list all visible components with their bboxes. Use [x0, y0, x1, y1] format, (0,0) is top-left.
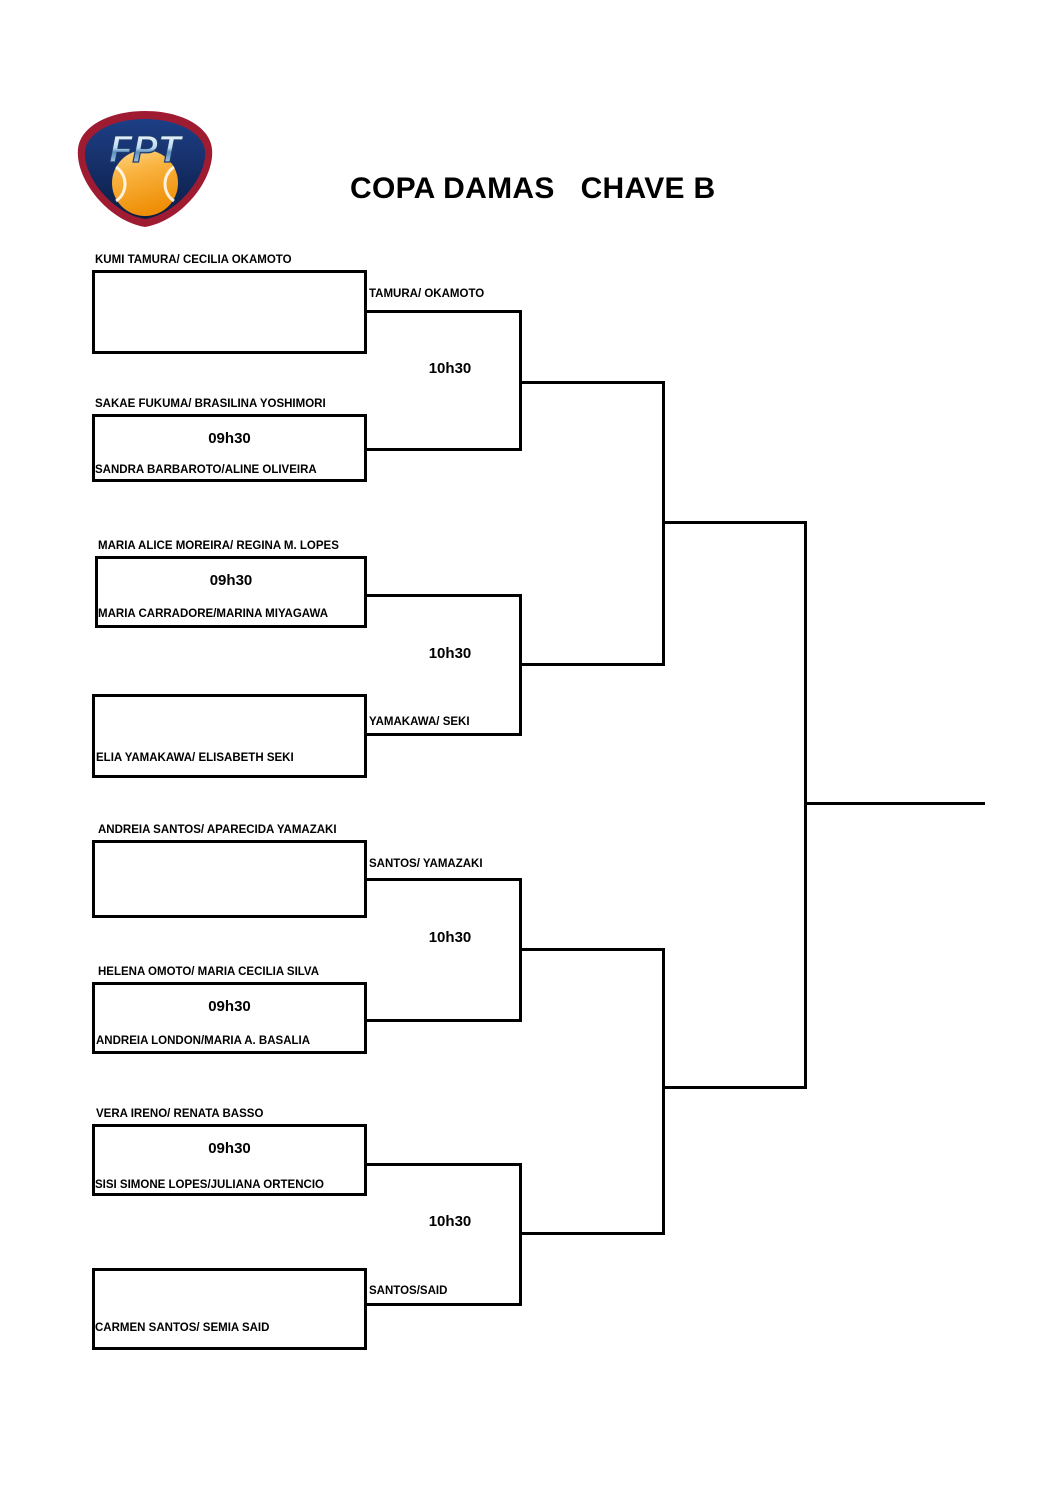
qf3-out-line — [519, 948, 665, 951]
match-box-m8[interactable] — [92, 1268, 367, 1350]
team-label-m3-bottom: MARIA CARRADORE/MARINA MIYAGAWA — [98, 608, 328, 620]
match-time-m2: 09h30 — [208, 430, 251, 447]
ball-seam-left — [115, 165, 127, 203]
final-vertical — [804, 521, 807, 1089]
team-label-m6-bottom: ANDREIA LONDON/MARIA A. BASALIA — [96, 1035, 311, 1047]
qf4-bottom-line — [367, 1303, 522, 1306]
qf2-bottom-line — [367, 733, 522, 736]
final-out-line — [804, 802, 985, 805]
sf1-out-line — [662, 521, 807, 524]
qf1-top-line — [367, 310, 522, 313]
match-box-m2[interactable] — [92, 414, 367, 482]
match-time-m3: 09h30 — [209, 572, 253, 589]
match-time-qf4: 10h30 — [428, 1213, 472, 1230]
winner-label-m4: YAMAKAWA/ SEKI — [369, 716, 470, 728]
tennis-ball — [112, 150, 178, 216]
winner-label-m1: TAMURA/ OKAMOTO — [369, 288, 485, 300]
qf2-top-line — [367, 594, 522, 597]
team-label-m8-bottom: CARMEN SANTOS/ SEMIA SAID — [95, 1322, 270, 1334]
fpt-lettermark: FPT — [109, 129, 184, 171]
match-box-m6[interactable] — [92, 982, 367, 1054]
qf4-out-line — [519, 1232, 665, 1235]
team-label-m4-bottom: ELIA YAMAKAWA/ ELISABETH SEKI — [96, 752, 294, 764]
match-box-m1[interactable] — [92, 270, 367, 354]
team-label-m6-top: HELENA OMOTO/ MARIA CECILIA SILVA — [98, 966, 320, 978]
match-time-m6: 09h30 — [208, 998, 251, 1015]
fpt-logo: FPT — [70, 105, 220, 233]
qf1-out-line — [519, 381, 665, 384]
winner-label-m8: SANTOS/SAID — [369, 1285, 448, 1297]
qf4-top-line — [367, 1163, 522, 1166]
sf2-vertical — [662, 948, 665, 1235]
match-time-m7: 09h30 — [208, 1140, 251, 1157]
team-label-m7-bottom: SISI SIMONE LOPES/JULIANA ORTENCIO — [95, 1179, 324, 1191]
page-title: COPA DAMAS CHAVE B — [350, 172, 716, 205]
team-label-m2-top: SAKAE FUKUMA/ BRASILINA YOSHIMORI — [95, 398, 326, 410]
match-box-m3[interactable] — [95, 556, 367, 628]
team-label-m1-top: KUMI TAMURA/ CECILIA OKAMOTO — [95, 254, 292, 266]
winner-label-m5: SANTOS/ YAMAZAKI — [369, 858, 483, 870]
qf3-top-line — [367, 878, 522, 881]
team-label-m2-bottom: SANDRA BARBAROTO/ALINE OLIVEIRA — [95, 464, 317, 476]
sf2-out-line — [662, 1086, 807, 1089]
ball-seam-right — [163, 165, 175, 203]
team-label-m3-top: MARIA ALICE MOREIRA/ REGINA M. LOPES — [98, 540, 339, 552]
qf2-out-line — [519, 663, 665, 666]
match-box-m4[interactable] — [92, 694, 367, 778]
match-box-m7[interactable] — [92, 1124, 367, 1196]
team-label-m7-top: VERA IRENO/ RENATA BASSO — [96, 1108, 264, 1120]
match-box-m5[interactable] — [92, 840, 367, 918]
match-time-qf3: 10h30 — [428, 929, 472, 946]
qf3-bottom-line — [367, 1019, 522, 1022]
match-time-qf1: 10h30 — [428, 360, 472, 377]
qf1-bottom-line — [367, 448, 522, 451]
team-label-m5-top: ANDREIA SANTOS/ APARECIDA YAMAZAKI — [98, 824, 337, 836]
fpt-logo-svg: FPT — [77, 111, 213, 227]
match-time-qf2: 10h30 — [428, 645, 472, 662]
qf1-vertical — [519, 310, 522, 451]
